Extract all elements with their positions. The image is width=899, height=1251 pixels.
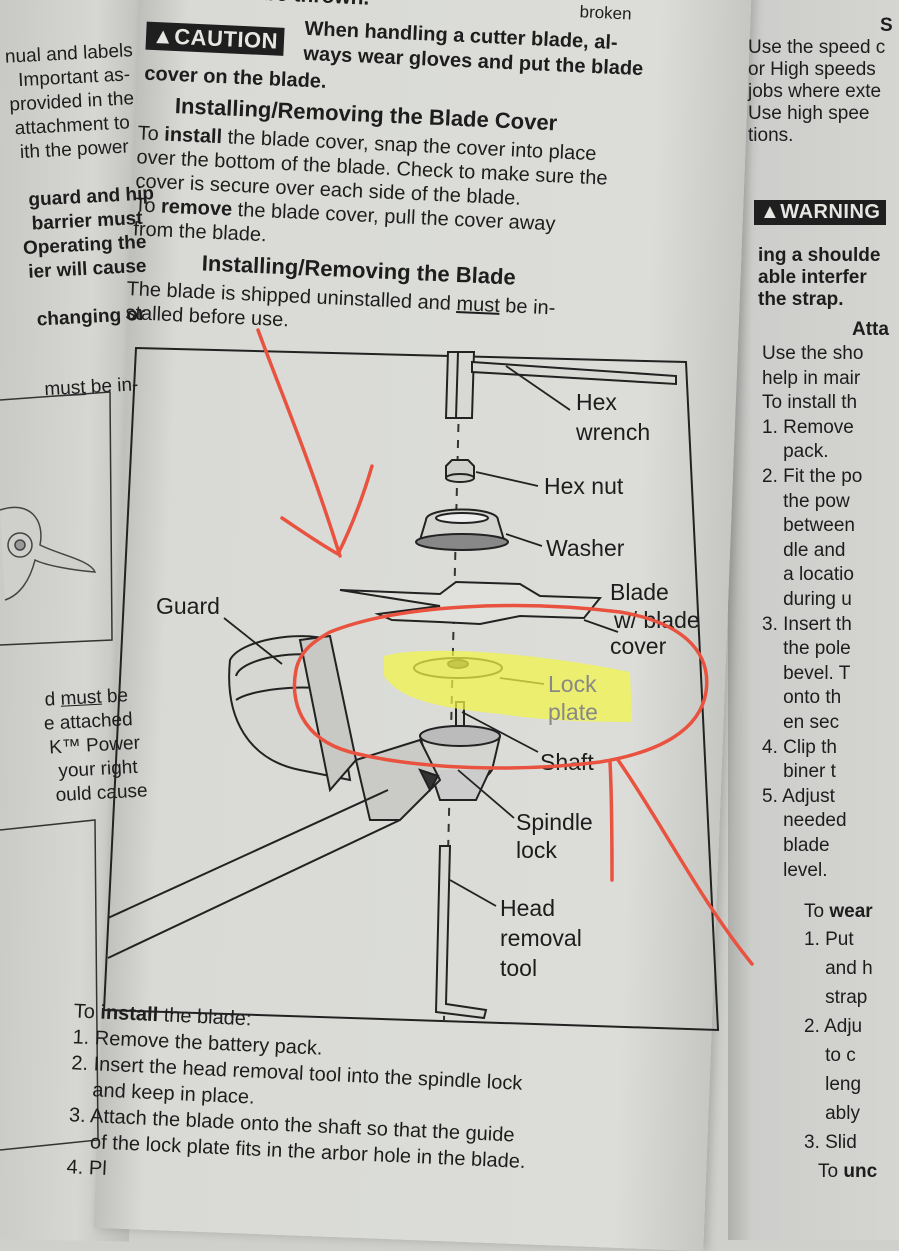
- right-line: Use the speed c: [748, 37, 886, 58]
- right-step-line: 1. Remove: [762, 416, 854, 438]
- pole-drawing: [107, 789, 401, 959]
- left-illustration: [0, 391, 113, 1151]
- label-hex-wrench: Hex: [576, 389, 617, 415]
- right-step-line: help in mair: [762, 367, 861, 389]
- red-arrowhead: [280, 464, 374, 556]
- right-wear-line: 2. Adju: [804, 1016, 863, 1037]
- right-step-line: blade: [762, 835, 830, 856]
- right-step-line: To install th: [762, 392, 858, 414]
- right-line: able interfer: [758, 267, 867, 288]
- red-line-annotation: [608, 760, 614, 882]
- right-line: jobs where exte: [748, 81, 882, 102]
- warning-badge: ▲WARNING: [754, 200, 887, 225]
- label-hex-nut: Hex nut: [544, 473, 624, 499]
- washer-drawing: [415, 508, 509, 551]
- right-wear-line: and h: [804, 958, 873, 979]
- right-step-line: 3. Insert th: [762, 613, 852, 635]
- right-step-line: pack.: [762, 441, 829, 463]
- right-step-line: during u: [762, 589, 852, 610]
- label-lock-plate: plate: [548, 699, 598, 725]
- label-hex-wrench: wrench: [576, 419, 651, 445]
- label-head-removal-tool: removal: [500, 925, 582, 951]
- right-wear-line: leng: [804, 1074, 862, 1095]
- right-step-line: 5. Adjust: [762, 785, 835, 807]
- hex-wrench-drawing: [444, 351, 677, 419]
- right-step-line: dle and: [762, 539, 846, 561]
- right-step-line: 2. Fit the po: [762, 466, 863, 487]
- right-step-line: Use the sho: [762, 343, 864, 364]
- right-step-line: between: [762, 515, 855, 537]
- right-step-line: biner t: [762, 761, 836, 783]
- label-guard: Guard: [156, 593, 220, 619]
- right-step-line: onto th: [762, 687, 842, 709]
- head-removal-tool-drawing: [434, 845, 488, 1020]
- right-line: ing a shoulde: [758, 245, 881, 266]
- red-circle-annotation: [292, 603, 709, 770]
- right-unc-heading: To unc: [818, 1161, 878, 1182]
- right-line: or High speeds: [748, 59, 876, 80]
- diagram-frame: [102, 346, 720, 1032]
- label-blade: Blade: [610, 579, 669, 605]
- shaft-drawing: [418, 701, 502, 801]
- right-line: the strap.: [758, 289, 844, 310]
- red-arrow-stroke: [256, 328, 342, 558]
- label-head-removal-tool: tool: [500, 955, 538, 981]
- right-wear-line: 1. Put: [804, 929, 854, 950]
- guard-drawing: [228, 634, 442, 821]
- label-spindle-lock: lock: [516, 837, 557, 863]
- right-step-line: en sec: [762, 712, 840, 733]
- label-washer: Washer: [546, 535, 625, 561]
- right-step-line: the pole: [762, 638, 851, 660]
- right-heading: Atta: [852, 319, 889, 340]
- label-lock-plate: Lock: [548, 671, 597, 697]
- right-wear-line: 3. Slid: [804, 1132, 857, 1153]
- red-pen-annotations: [256, 328, 754, 966]
- blade-diagram: [102, 346, 720, 1032]
- right-wear-line: ably: [804, 1103, 860, 1124]
- right-step-line: bevel. T: [762, 662, 851, 684]
- right-step-line: the pow: [762, 490, 850, 512]
- right-column: S Use the speed c or High speeds jobs wh…: [740, 0, 899, 1200]
- highlight-annotation: [384, 650, 632, 722]
- hex-nut-drawing: [445, 459, 475, 483]
- red-line-annotation: [616, 758, 754, 966]
- right-step-line: level.: [762, 859, 828, 881]
- right-step-line: 4. Clip th: [762, 736, 837, 758]
- right-line: Use high spee: [748, 103, 870, 124]
- label-blade: cover: [610, 633, 667, 659]
- right-line: tions.: [748, 125, 794, 146]
- label-head-removal-tool: Head: [500, 895, 555, 921]
- right-wear-line: to c: [804, 1045, 856, 1066]
- right-wear-heading: To wear: [804, 901, 873, 922]
- right-line: S: [880, 15, 893, 36]
- right-step-line: a locatio: [762, 564, 854, 586]
- right-wear-line: strap: [804, 987, 868, 1008]
- right-step-line: needed: [762, 810, 847, 832]
- label-spindle-lock: Spindle: [516, 809, 593, 835]
